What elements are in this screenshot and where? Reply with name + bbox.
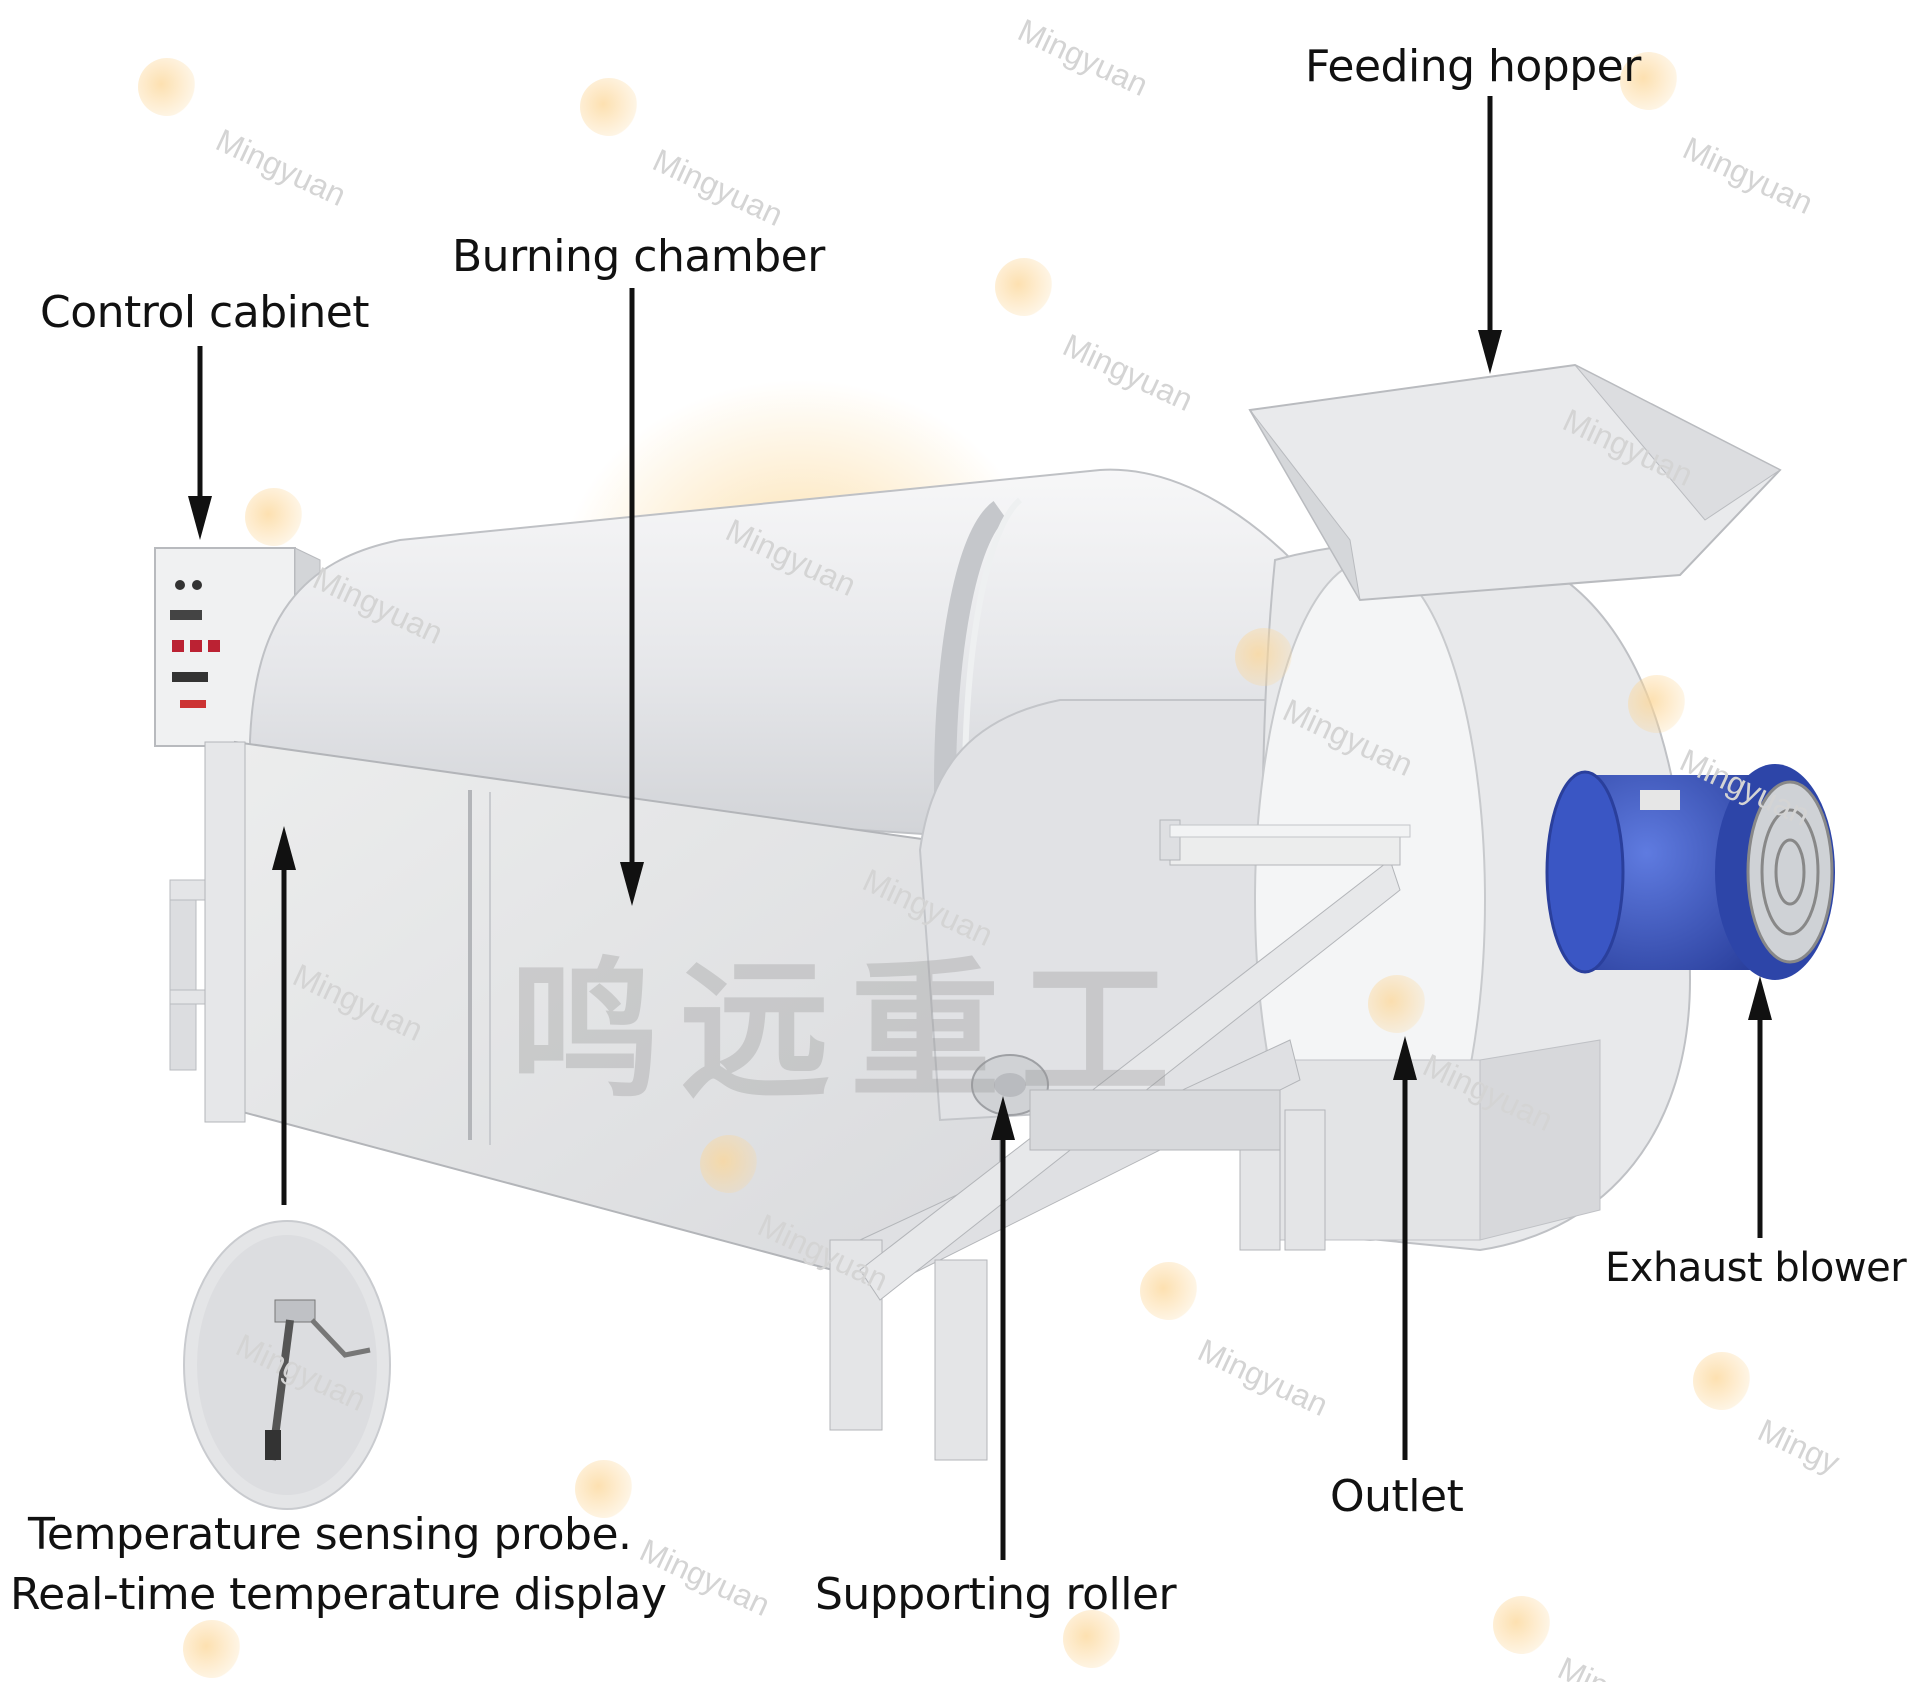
logo-watermark <box>995 258 1053 316</box>
logo-watermark <box>138 58 196 116</box>
logo-watermark <box>700 1135 758 1193</box>
label-probe-line2: Real-time temperature display <box>10 1569 667 1620</box>
label-supporting-roller: Supporting roller <box>815 1569 1177 1620</box>
logo-watermark <box>183 1620 241 1678</box>
logo-watermark <box>245 488 303 546</box>
label-control-cabinet: Control cabinet <box>40 287 370 338</box>
logo-watermark <box>1140 1262 1198 1320</box>
logo-watermark <box>1493 1596 1551 1654</box>
temperature-probe-inset <box>183 1220 391 1510</box>
callout-arrows <box>188 96 1772 1560</box>
logo-watermark <box>1628 675 1686 733</box>
feeding-hopper <box>1248 363 1782 602</box>
chinese-brand-watermark: 鸣远重工 <box>510 945 1191 1119</box>
logo-watermark <box>1063 1610 1121 1668</box>
label-exhaust-blower: Exhaust blower <box>1605 1245 1907 1291</box>
logo-watermark <box>575 1460 633 1518</box>
label-feeding-hopper: Feeding hopper <box>1305 41 1641 92</box>
logo-watermark <box>1693 1352 1751 1410</box>
logo-watermark <box>1620 52 1678 110</box>
label-burning-chamber: Burning chamber <box>452 231 825 282</box>
logo-watermark <box>580 78 638 136</box>
label-probe-line1: Temperature sensing probe. <box>28 1509 632 1560</box>
logo-watermark <box>1368 975 1426 1033</box>
logo-watermark <box>1235 628 1293 686</box>
exhaust-blower <box>1545 764 1835 980</box>
supporting-roller <box>971 1054 1281 1151</box>
label-outlet: Outlet <box>1330 1471 1464 1522</box>
